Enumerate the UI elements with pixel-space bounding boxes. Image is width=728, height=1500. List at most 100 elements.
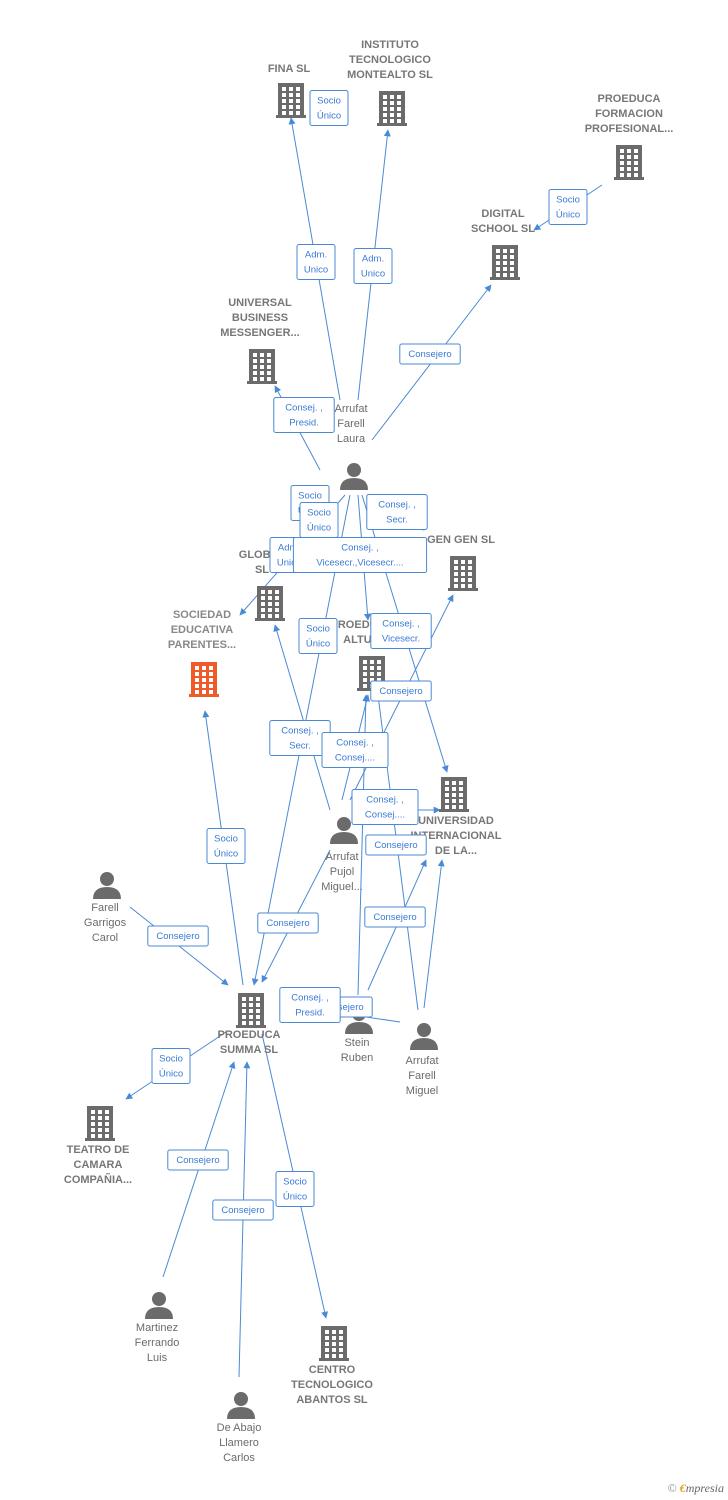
building-icon — [276, 83, 306, 118]
edge-label-box — [212, 1199, 274, 1221]
edge-label-text: Consej. , — [336, 738, 374, 749]
person-icon — [227, 1392, 255, 1419]
node-label: Farell — [91, 902, 119, 914]
node-sociedad[interactable]: SOCIEDAD EDUCATIVA PARENTES... — [168, 609, 236, 697]
node-label: BUSINESS — [232, 312, 288, 324]
edge-label-pujol-summa[interactable]: Consejero — [257, 912, 319, 934]
edge-label-farell_miguel-proeduca_altum[interactable]: Consej. ,Consej.... — [351, 789, 419, 825]
edge-label-text: Socio — [214, 834, 238, 845]
node-universal[interactable]: UNIVERSALBUSINESSMESSENGER... — [220, 297, 300, 384]
copyright-icon: © — [667, 1481, 677, 1495]
edge-label-text: Consej. , — [291, 993, 329, 1004]
edge-label-box — [257, 912, 319, 934]
edge-label-laura-fina[interactable]: Adm.Unico — [296, 244, 336, 280]
edge-label-farell_carol-summa[interactable]: Consejero — [147, 925, 209, 947]
edge-label-box — [548, 189, 588, 225]
edge-label-pujol-proeduca_altum[interactable]: Consej. ,Secr. — [269, 720, 331, 756]
edge-label-stein-proeduca_altum[interactable]: Consejero — [370, 680, 432, 702]
edge-label-text: Socio — [159, 1054, 183, 1065]
node-gengen[interactable]: GEN GEN SL — [427, 534, 495, 591]
node-label: PROEDUCA — [218, 1029, 281, 1041]
edge-label-laura-proeduca_altum[interactable]: Consej. ,Vicesecr.,Vicesecr.... — [292, 537, 428, 573]
node-label: Ruben — [341, 1052, 373, 1064]
edge-label-text: Único — [214, 849, 238, 860]
building-icon — [490, 245, 520, 280]
person-icon — [145, 1292, 173, 1319]
edge-label-text: Único — [306, 639, 330, 650]
node-label: CENTRO — [309, 1364, 356, 1376]
edge-label-laura-digital[interactable]: Consejero — [399, 343, 461, 365]
edge-label-farell_miguel-universidad[interactable]: Consejero — [365, 834, 427, 856]
node-label: Arrufat — [334, 403, 367, 415]
edge-label-text: Único — [317, 111, 341, 122]
node-label: GEN GEN SL — [427, 534, 495, 546]
node-label: SOCIEDAD — [173, 609, 231, 621]
edge-label-text: Socio — [556, 195, 580, 206]
node-label: TECNOLOGICO — [291, 1379, 373, 1391]
person-icon — [410, 1023, 438, 1050]
edge-label-stein-universidad[interactable]: Consejero — [364, 906, 426, 928]
edge-label-laura-gengen[interactable]: Consej. ,Secr. — [366, 494, 428, 530]
edge-label-box — [296, 244, 336, 280]
edge-label-box — [370, 613, 432, 649]
node-proeduca_formacion[interactable]: PROEDUCAFORMACIONPROFESIONAL... — [585, 93, 674, 180]
edge-label-text: Consej. , — [341, 543, 379, 554]
node-label: Carlos — [223, 1452, 255, 1464]
node-label: PARENTES... — [168, 639, 236, 651]
node-label: FINA SL — [268, 63, 311, 75]
edge-label-text: Consejero — [408, 349, 451, 360]
node-label: Llamero — [219, 1437, 259, 1449]
edge-label-box — [298, 618, 338, 654]
edge-label-box — [364, 906, 426, 928]
edge-label-text: Consej. , — [281, 726, 319, 737]
node-label: TEATRO DE — [67, 1144, 130, 1156]
node-label: COMPAÑIA... — [64, 1173, 132, 1186]
person-icon — [340, 463, 368, 490]
edge-label-text: Consejero — [379, 686, 422, 697]
edge-label-martinez-summa[interactable]: Consejero — [167, 1149, 229, 1171]
edge-label-text: Consej.... — [365, 810, 405, 821]
edge-label-text: Consejero — [221, 1205, 264, 1216]
edge-label-text: Consejero — [266, 918, 309, 929]
edge-label-abajo-summa[interactable]: Consejero — [212, 1199, 274, 1221]
node-label: PROFESIONAL... — [585, 123, 674, 135]
edge-label-text: Único — [283, 1192, 307, 1203]
brand-logo-e: € — [679, 1481, 686, 1495]
edge-label-pujol-gengen[interactable]: Consej. ,Vicesecr. — [370, 613, 432, 649]
edge-label-pujol-universidad[interactable]: Consej. ,Consej.... — [321, 732, 389, 768]
building-icon — [255, 586, 285, 621]
node-label: Martinez — [136, 1322, 178, 1334]
edge-label-box — [206, 828, 246, 864]
edge-label-text: Presid. — [289, 418, 319, 429]
node-label: De Abajo — [217, 1422, 262, 1434]
node-label: EDUCATIVA — [171, 624, 234, 636]
edge-label-stein-summa[interactable]: Consej. ,Presid. — [279, 987, 341, 1023]
edge-label-box — [273, 397, 335, 433]
edge-label-laura-universal[interactable]: Consej. ,Presid. — [273, 397, 335, 433]
node-fina[interactable]: FINA SL — [268, 63, 311, 118]
node-teatro[interactable]: TEATRO DECAMARACOMPAÑIA... — [64, 1106, 132, 1186]
edge-label-box — [167, 1149, 229, 1171]
node-label: Luis — [147, 1352, 168, 1364]
building-icon — [614, 145, 644, 180]
edge-label-laura-instituto[interactable]: Adm.Unico — [353, 248, 393, 284]
node-pujol[interactable]: ArrufatPujolMiguel... — [321, 817, 363, 893]
node-label: Farell — [408, 1070, 436, 1082]
